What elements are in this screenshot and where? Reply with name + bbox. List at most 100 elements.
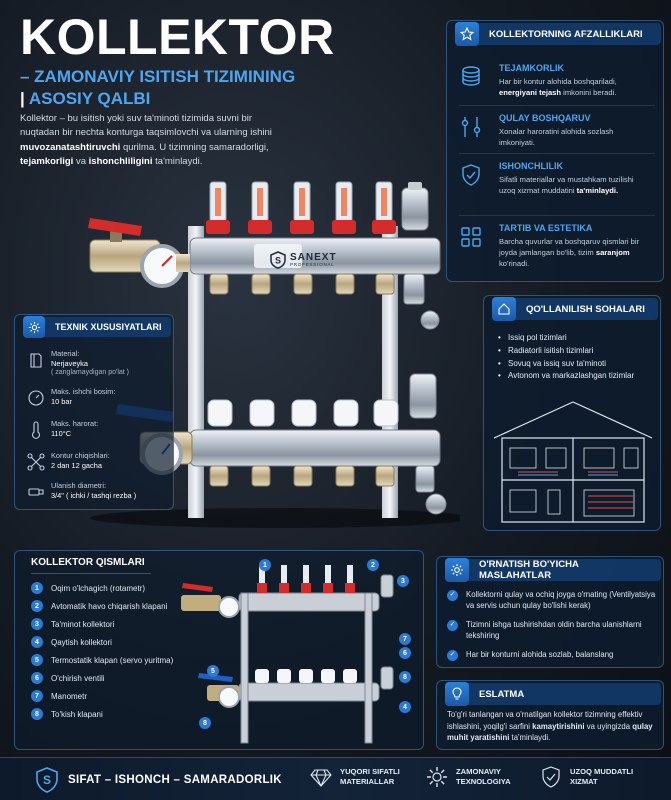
manifold-illustration [88,181,460,528]
note-title: ESLATMA [479,688,525,700]
spec-label: Material: [51,349,80,358]
applications-title: QO'LLANILISH SOHALARI [526,303,645,315]
list-item: Avtonom va markazlashgan tizimlar [498,370,648,383]
sliders-icon [461,117,481,137]
gear-icon [23,316,45,338]
callout-badge: 8 [399,671,411,683]
page-title: KOLLEKTOR [20,9,335,65]
brand-logo-icon: S [270,251,286,269]
brand-tag: PROFESSIONAL [290,261,335,267]
spec-label: Maks. harorat: [51,419,99,428]
gear-icon [427,767,447,787]
callout-badge: 3 [397,575,409,587]
page-subtitle: – ZAMONAVIY ISITISH TIZIMINING | ASOSIY … [20,66,320,110]
svg-text:S: S [275,256,281,266]
subtitle-line-2: | ASOSIY QALBI [20,88,151,108]
coins-icon [462,66,480,86]
applications-panel: QO'LLANILISH SOHALARI Issiq pol tizimlar… [483,295,661,531]
callout-badge: 6 [399,647,411,659]
pressure-icon [28,390,44,406]
applications-header: QO'LLANILISH SOHALARI [492,297,658,321]
advantage-desc: Barcha quvurlar va boshqaruv qismlari bi… [499,237,640,268]
shield-icon [462,164,480,186]
diameter-icon [28,488,44,496]
parts-diagram [181,565,394,744]
advantages-title: KOLLEKTORNING AFZALLIKLARI [489,28,643,40]
spec-value: 2 dan 12 gacha [51,461,102,470]
intro-text: Kollektor – bu isitish yoki suv ta'minot… [20,113,272,167]
callout-badge: 4 [399,701,411,713]
specs-panel: TEXNIK XUSUSIYATLARI Material: Nerjaveyk… [14,314,174,510]
svg-text:S: S [43,773,51,787]
installation-header: O'RNATISH BO'YICHA MASLAHATLAR [445,558,661,582]
advantages-header: KOLLEKTORNING AFZALLIKLARI [455,22,661,46]
shield-logo-icon: S [36,767,58,793]
list-item: Radiatorli isitish tizimlari [498,345,648,358]
spec-note: ( zanglamaydigan po'lat ) [51,369,129,376]
brand-plate: S SANEXT PROFESSIONAL [270,251,337,269]
advantage-title: TEJAMKORLIK [499,63,564,73]
advantage-title: TARTIB VA ESTETIKA [499,223,593,233]
callout-badge: 2 [367,559,379,571]
advantage-desc: Xonalar haroratini alohida sozlash imkon… [499,127,614,147]
spec-label: Maks. ishchi bosim: [51,387,116,396]
lightbulb-icon [445,682,469,706]
diamond-icon [310,769,332,787]
note-text: To'g'ri tanlangan va o'rnatilgan kollekt… [447,710,653,743]
footer-bar: S SIFAT – ISHONCH – SAMARADORLIK YUQORI … [0,757,671,800]
installation-title: O'RNATISH BO'YICHA MASLAHATLAR [478,559,579,581]
branch-icon [27,453,45,471]
parts-title: KOLLEKTOR QISMLARI [31,557,145,568]
spec-value: 3/4" ( ichki / tashqi rezba ) [51,491,137,500]
footer-slogan: SIFAT – ISHONCH – SAMARADORLIK [68,774,282,786]
star-badge-icon [455,22,479,46]
subtitle-line-1: – ZAMONAVIY ISITISH TIZIMINING [20,67,296,86]
tip-item: ✓Kollektorni qulay va ochiq joyga o'rnat… [447,589,657,612]
check-icon: ✓ [447,590,458,601]
list-item: Issiq pol tizimlari [498,332,648,345]
applications-list: Issiq pol tizimlari Radiatorli isitish t… [498,332,648,383]
specs-title: TEXNIK XUSUSIYATLARI [55,322,162,332]
brand-name: SANEXT [290,251,337,263]
flow-meters [206,181,396,234]
check-icon: ✓ [447,650,458,661]
house-diagram [493,401,653,523]
callout-badge: 7 [399,633,411,645]
spec-value: 110°C [51,429,72,438]
check-shield-icon [542,766,560,788]
footer-slogan-group: S SIFAT – ISHONCH – SAMARADORLIK [36,767,282,793]
callout-badge: 5 [207,665,219,677]
callout-badge: 1 [259,559,271,571]
installation-panel: O'RNATISH BO'YICHA MASLAHATLAR ✓Kollekto… [436,556,664,668]
check-icon: ✓ [447,620,458,631]
specs-header: TEXNIK XUSUSIYATLARI [23,316,171,338]
advantage-title: QULAY BOSHQARUV [499,113,591,123]
spec-label: Kontur chiqishlari: [51,451,110,460]
spec-value: 10 bar [51,397,72,406]
advantages-panel: KOLLEKTORNING AFZALLIKLARI TEJAMKORLIK H… [446,20,664,282]
list-item: Sovuq va issiq suv ta'minoti [498,358,648,371]
tip-item: ✓Tizimni ishga tushirishdan oldin barcha… [447,619,657,642]
spec-label: Ulanish diametri: [51,481,107,490]
advantage-desc: Har bir kontur alohida boshqariladi, ene… [499,77,617,97]
grid-icon [461,227,481,247]
advantage-title: ISHONCHLILIK [499,161,563,171]
note-panel: ESLATMA To'g'ri tanlangan va o'rnatilgan… [436,680,664,750]
material-icon [30,353,42,368]
house-icon [492,297,516,321]
callout-badge: 8 [199,717,211,729]
thermometer-icon [31,421,41,439]
tip-item: ✓Har bir konturni alohida sozlab, balans… [447,649,657,661]
advantage-desc: Sifatli materiallar va mustahkam tuzilis… [499,175,634,195]
